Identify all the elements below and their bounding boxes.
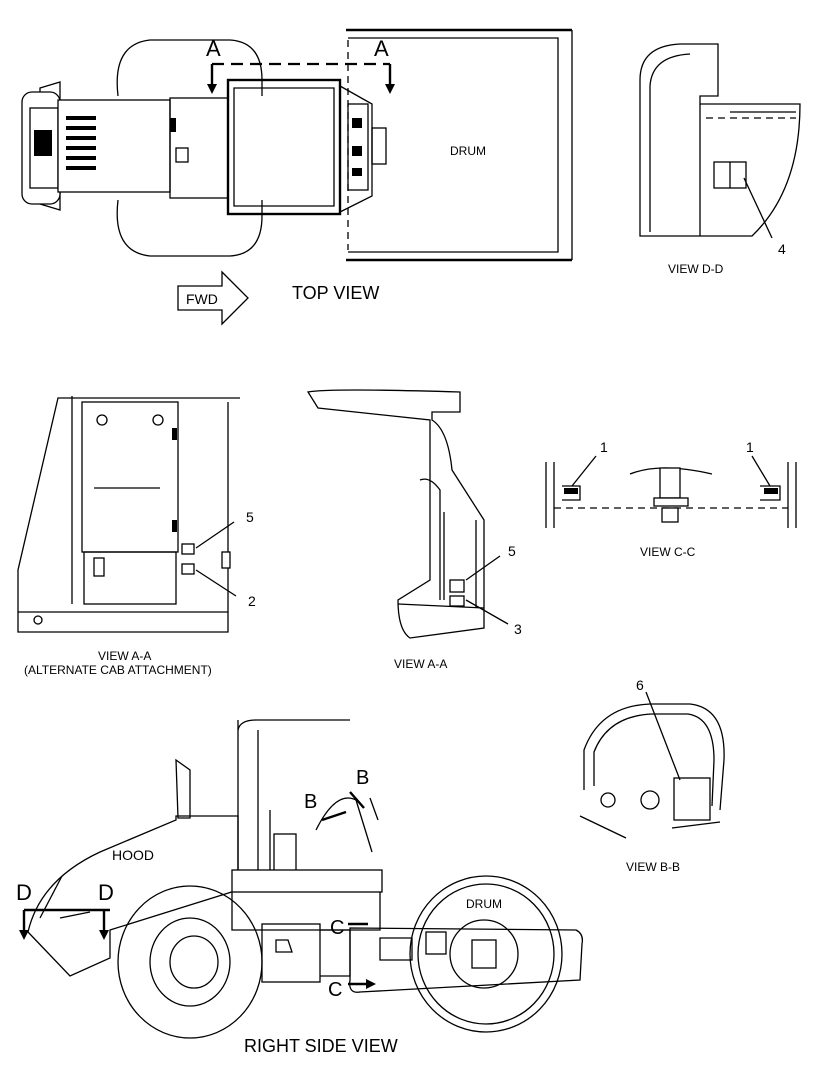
right-side-view-title: RIGHT SIDE VIEW <box>244 1036 398 1056</box>
view-dd-drawing <box>639 43 801 239</box>
callout-4: 4 <box>778 241 786 257</box>
view-aa-alt-title-line1: VIEW A-A <box>98 649 151 663</box>
section-d-left-label: D <box>16 880 32 905</box>
section-c-top-label: C <box>330 917 344 939</box>
right-side-view-drawing <box>19 719 584 1039</box>
view-cc-title: VIEW C-C <box>640 545 696 559</box>
view-aa-alt-title-line2: (ALTERNATE CAB ATTACHMENT) <box>24 663 212 677</box>
fwd-label: FWD <box>186 291 218 307</box>
view-cc-drawing <box>545 455 797 528</box>
view-bb-drawing <box>579 691 725 839</box>
callout-5: 5 <box>508 543 516 559</box>
callout-5-alt: 5 <box>246 509 254 525</box>
callout-1-right: 1 <box>746 439 754 455</box>
view-dd-title: VIEW D-D <box>668 262 724 276</box>
view-bb-title: VIEW B-B <box>626 860 680 874</box>
section-a-left-label: A <box>206 36 221 61</box>
section-a-right-label: A <box>374 36 389 61</box>
view-aa-alt-drawing <box>17 396 240 633</box>
top-view-drawing <box>21 28 573 326</box>
view-aa-drawing <box>306 389 509 639</box>
top-view-title: TOP VIEW <box>292 283 379 303</box>
callout-2: 2 <box>248 593 256 609</box>
section-b-left-label: B <box>304 791 317 813</box>
callout-3: 3 <box>514 621 522 637</box>
view-aa-title: VIEW A-A <box>394 657 447 671</box>
section-d-right-label: D <box>98 880 114 905</box>
section-b-right-label: B <box>356 767 369 789</box>
callout-6: 6 <box>636 677 644 693</box>
drum-side-label: DRUM <box>466 897 502 911</box>
drum-top-label: DRUM <box>450 144 486 158</box>
section-c-bottom-label: C <box>328 979 342 1001</box>
callout-1-left: 1 <box>600 439 608 455</box>
hood-label: HOOD <box>112 847 154 863</box>
